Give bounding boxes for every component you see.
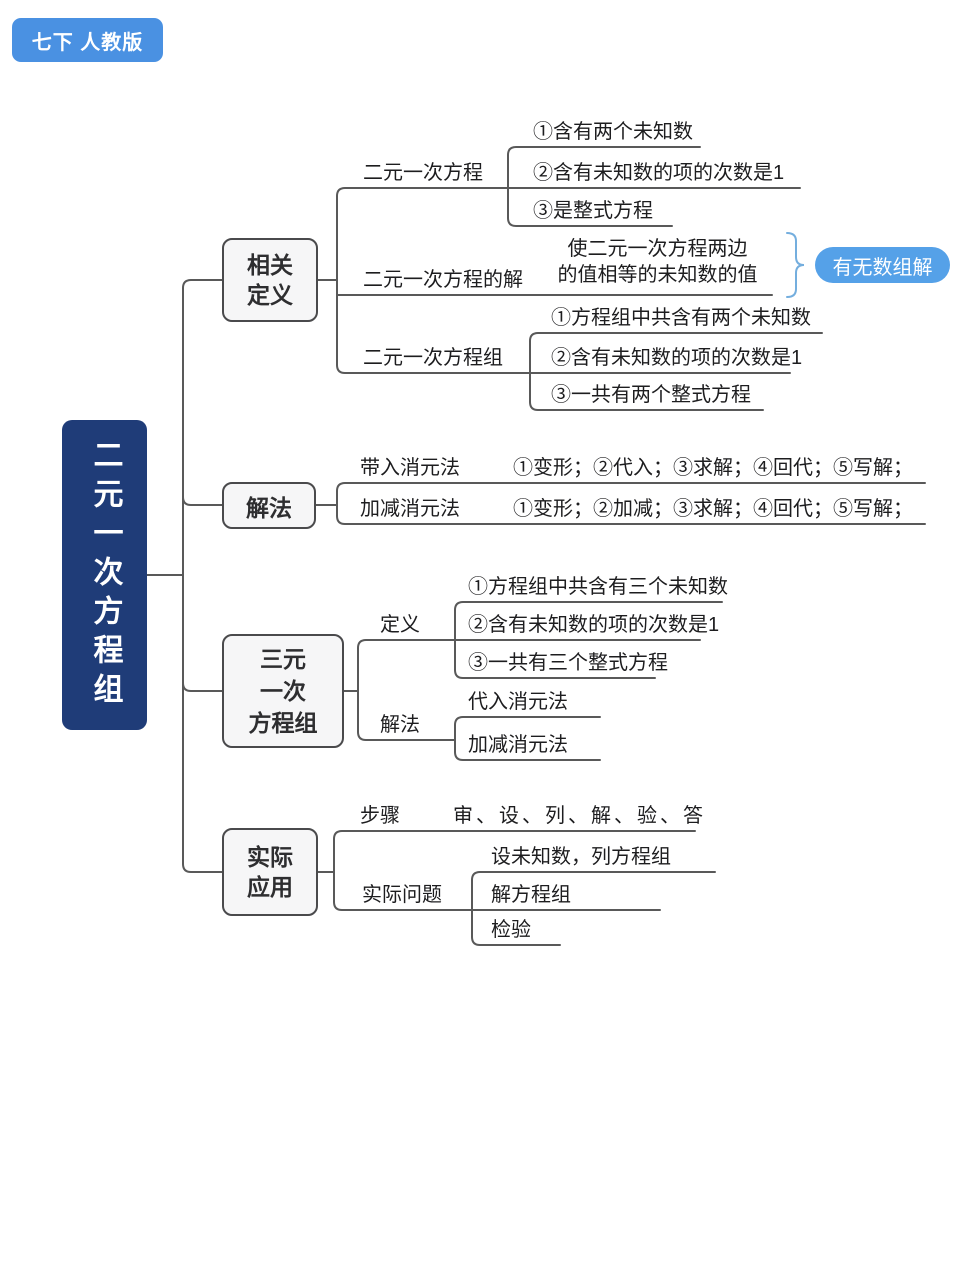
topic-methods[interactable]: 解法 [222, 482, 316, 529]
problem-point-1[interactable]: 设未知数，列方程组 [491, 846, 671, 868]
callout-infinite-solutions[interactable]: 有无数组解 [815, 247, 950, 283]
three-var-method-1[interactable]: 代入消元法 [468, 691, 568, 713]
topic-definitions[interactable]: 相关 定义 [222, 238, 318, 322]
system-point-2[interactable]: ②含有未知数的项的次数是1 [551, 347, 803, 369]
three-var-method-2[interactable]: 加减消元法 [468, 734, 568, 756]
substitution-steps[interactable]: ①变形；②代入；③求解；④回代；⑤写解； [513, 457, 913, 479]
topic-three-variable[interactable]: 三元 一次 方程组 [222, 634, 344, 748]
system-point-1[interactable]: ①方程组中共含有两个未知数 [551, 307, 811, 329]
edition-badge: 七下 人教版 [12, 18, 163, 62]
root-topic-label: 二元一次方程组 [88, 438, 122, 712]
subtopic-steps[interactable]: 步骤 [360, 805, 400, 827]
subtopic-equation-system[interactable]: 二元一次方程组 [363, 347, 503, 369]
subtopic-three-var-definition[interactable]: 定义 [380, 614, 420, 636]
subtopic-equation-solution[interactable]: 二元一次方程的解 [363, 269, 523, 291]
problem-point-3[interactable]: 检验 [491, 919, 531, 941]
subtopic-practical-problem[interactable]: 实际问题 [362, 884, 442, 906]
three-var-point-1[interactable]: ①方程组中共含有三个未知数 [468, 576, 728, 598]
subtopic-substitution-method[interactable]: 带入消元法 [360, 457, 460, 479]
subtopic-linear-equation[interactable]: 二元一次方程 [363, 162, 483, 184]
elimination-steps[interactable]: ①变形；②加减；③求解；④回代；⑤写解； [513, 498, 913, 520]
system-point-3[interactable]: ③一共有两个整式方程 [551, 384, 751, 406]
equation-point-1[interactable]: ①含有两个未知数 [533, 121, 693, 143]
subtopic-elimination-method[interactable]: 加减消元法 [360, 498, 460, 520]
topic-applications[interactable]: 实际 应用 [222, 828, 318, 916]
steps-sequence[interactable]: 审、设、列、解、验、答 [453, 805, 706, 827]
root-topic[interactable]: 二元一次方程组 [62, 420, 147, 730]
equation-point-3[interactable]: ③是整式方程 [533, 200, 653, 222]
subtopic-three-var-methods[interactable]: 解法 [380, 714, 420, 736]
three-var-point-2[interactable]: ②含有未知数的项的次数是1 [468, 614, 720, 636]
three-var-point-3[interactable]: ③一共有三个整式方程 [468, 652, 668, 674]
callout-brace [786, 232, 805, 298]
equation-point-2[interactable]: ②含有未知数的项的次数是1 [533, 162, 785, 184]
solution-description[interactable]: 使二元一次方程两边 的值相等的未知数的值 [557, 238, 758, 286]
problem-point-2[interactable]: 解方程组 [491, 884, 571, 906]
